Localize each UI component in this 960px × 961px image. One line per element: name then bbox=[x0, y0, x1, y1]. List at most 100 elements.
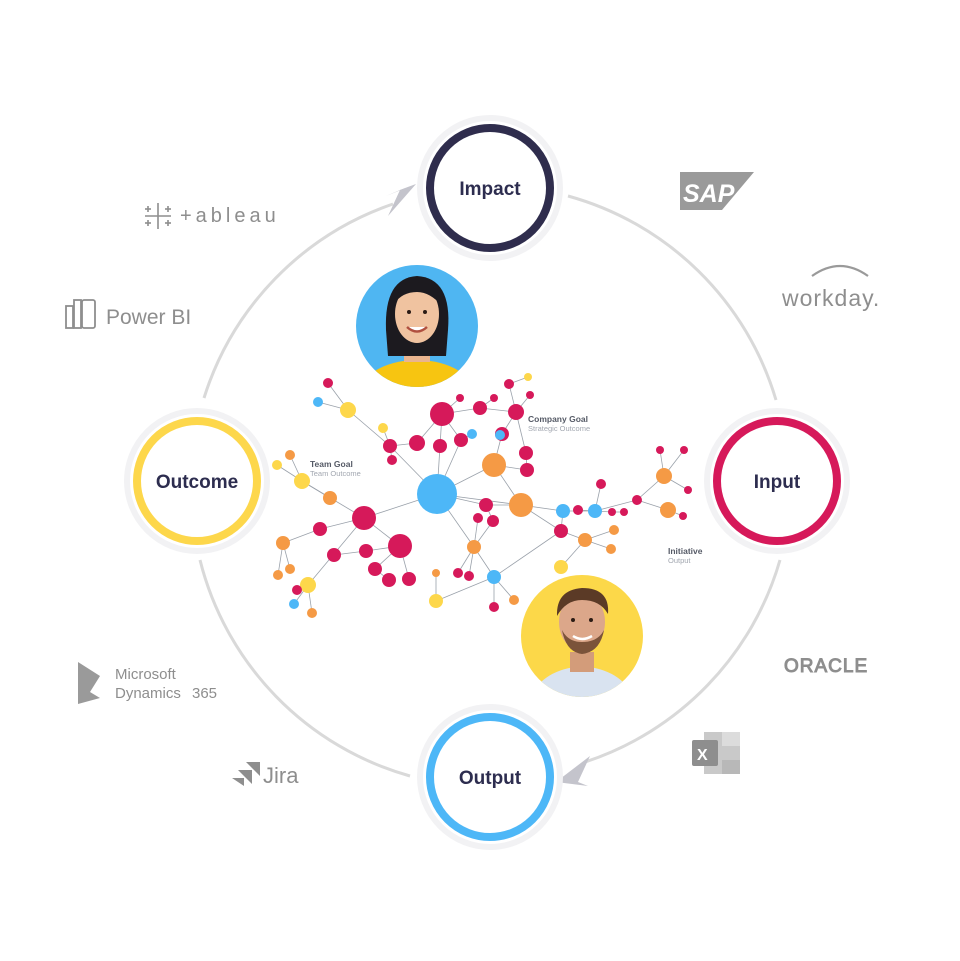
outcome-label: Outcome bbox=[156, 472, 238, 493]
network-node bbox=[573, 505, 583, 515]
network-node bbox=[433, 439, 447, 453]
network-node bbox=[300, 577, 316, 593]
network-node bbox=[276, 536, 290, 550]
network-node bbox=[313, 397, 323, 407]
network-node bbox=[606, 544, 616, 554]
network-node bbox=[292, 585, 302, 595]
network-node bbox=[352, 506, 376, 530]
network-node bbox=[409, 435, 425, 451]
network-node bbox=[456, 394, 464, 402]
network-node bbox=[307, 608, 317, 618]
network-node bbox=[620, 508, 628, 516]
network-node bbox=[323, 378, 333, 388]
network-node bbox=[432, 569, 440, 577]
network-node bbox=[489, 602, 499, 612]
network-node bbox=[596, 479, 606, 489]
network-node bbox=[609, 525, 619, 535]
network-edge bbox=[493, 530, 562, 578]
network-node bbox=[327, 548, 341, 562]
network-node bbox=[656, 446, 664, 454]
excel-letter: X bbox=[697, 747, 708, 764]
network-node bbox=[509, 595, 519, 605]
stage-input: Input bbox=[704, 408, 850, 554]
dynamics-365-logo: Microsoft Dynamics 365 bbox=[78, 662, 217, 704]
network-node bbox=[453, 568, 463, 578]
network-node bbox=[588, 504, 602, 518]
network-node bbox=[429, 594, 443, 608]
input-label: Input bbox=[754, 472, 801, 493]
dynamics-365-number: 365 bbox=[192, 685, 217, 702]
network-node bbox=[340, 402, 356, 418]
power-bi-icon bbox=[65, 299, 96, 329]
network-node bbox=[482, 453, 506, 477]
network-node bbox=[368, 562, 382, 576]
network-nodes bbox=[272, 373, 692, 618]
network-edge bbox=[347, 409, 391, 447]
excel-logo: X bbox=[692, 732, 740, 774]
network-node bbox=[430, 402, 454, 426]
network-node bbox=[387, 455, 397, 465]
network-node bbox=[684, 486, 692, 494]
network-node bbox=[467, 429, 477, 439]
power-bi-logo: Power BI bbox=[65, 299, 191, 329]
network-node bbox=[487, 515, 499, 527]
network-node bbox=[383, 439, 397, 453]
company-goal-label: Company Goal bbox=[528, 414, 588, 424]
sap-logo: SAP bbox=[680, 172, 754, 210]
network-node bbox=[519, 446, 533, 460]
jira-icon bbox=[232, 762, 260, 786]
sap-icon bbox=[680, 172, 754, 210]
stage-outcome: Outcome bbox=[124, 408, 270, 554]
power-bi-wordmark: Power BI bbox=[106, 306, 191, 329]
network-node bbox=[272, 460, 282, 470]
cycle-ring bbox=[198, 194, 782, 778]
arc-output-outcome bbox=[198, 559, 411, 778]
avatar-man-icon bbox=[521, 575, 643, 697]
avatar-woman-icon bbox=[356, 265, 478, 387]
network-node bbox=[487, 570, 501, 584]
network-node bbox=[680, 446, 688, 454]
network-node bbox=[554, 524, 568, 538]
network-edge bbox=[594, 499, 638, 512]
network-node bbox=[508, 404, 524, 420]
stage-output: Output bbox=[417, 704, 563, 850]
network-node bbox=[524, 373, 532, 381]
team-goal-label: Team Goal bbox=[310, 459, 353, 469]
network-node bbox=[388, 534, 412, 558]
arc-outcome-impact bbox=[202, 202, 394, 399]
network-node bbox=[417, 474, 457, 514]
tableau-icon bbox=[145, 203, 171, 229]
network-node bbox=[464, 571, 474, 581]
network-node bbox=[608, 508, 616, 516]
network-node bbox=[359, 544, 373, 558]
goal-network: Company Goal Strategic Outcome Team Goal… bbox=[272, 373, 703, 618]
sap-wordmark: SAP bbox=[683, 180, 735, 208]
network-node bbox=[378, 423, 388, 433]
arrow-to-output-icon-b bbox=[556, 782, 588, 786]
workday-wordmark: workday. bbox=[781, 285, 880, 311]
arrow-to-output-icon bbox=[556, 756, 590, 782]
network-node bbox=[323, 491, 337, 505]
network-node bbox=[473, 513, 483, 523]
network-node bbox=[490, 394, 498, 402]
network-edge bbox=[435, 576, 495, 602]
network-node bbox=[285, 564, 295, 574]
network-node bbox=[660, 502, 676, 518]
network-node bbox=[578, 533, 592, 547]
initiative-label: Initiative bbox=[668, 546, 703, 556]
network-node bbox=[495, 430, 505, 440]
network-node bbox=[454, 433, 468, 447]
network-node bbox=[294, 473, 310, 489]
jira-wordmark: Jira bbox=[263, 763, 299, 788]
network-node bbox=[554, 560, 568, 574]
tableau-logo: +ableau bbox=[145, 203, 276, 229]
arc-impact-input bbox=[567, 194, 778, 401]
network-node bbox=[402, 572, 416, 586]
network-node bbox=[679, 512, 687, 520]
network-node bbox=[479, 498, 493, 512]
output-label: Output bbox=[459, 768, 522, 789]
network-node bbox=[526, 391, 534, 399]
network-node bbox=[473, 401, 487, 415]
